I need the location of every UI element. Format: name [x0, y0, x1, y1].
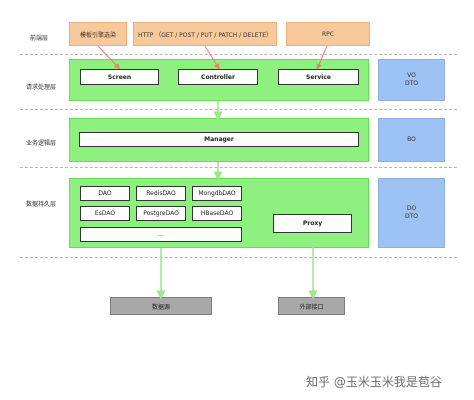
request-objects-box: VO DTO [378, 59, 445, 101]
vo-label: VO [407, 72, 416, 79]
dto-label: DTO [404, 80, 418, 87]
manager-box: Manager [79, 132, 359, 147]
external-api-box: 外部接口 [278, 297, 345, 315]
rpc-box: RPC [286, 22, 370, 46]
watermark: 知乎 @玉米玉米我是苞谷 [306, 375, 442, 389]
do-label: DO [406, 205, 417, 212]
arrow-template-to-screen [97, 45, 121, 70]
dao-box: DAO [80, 186, 130, 201]
template-render-box: 模板引擎选染 [69, 22, 127, 46]
layer-label-request: 请求处理层 [26, 84, 57, 91]
divider-request [20, 109, 457, 110]
postgre-dao-box: PostgreDAO [136, 206, 186, 221]
layer-label-persistence: 数据持久层 [26, 201, 57, 208]
divider-frontend [20, 54, 457, 55]
divider-persistence [20, 257, 457, 258]
hbase-dao-box: HBaseDAO [192, 206, 242, 221]
mongodb-dao-box: MongdbDAO [192, 186, 242, 201]
layer-label-business: 业务逻辑层 [26, 140, 57, 147]
persistence-objects-box: DO DTO [378, 178, 445, 248]
arrow-rpc-to-service [316, 45, 328, 70]
screen-box: Screen [80, 69, 159, 85]
redis-dao-box: RedisDAO [136, 186, 186, 201]
layer-label-frontend: 前端层 [30, 35, 49, 42]
es-dao-box: EsDAO [80, 206, 130, 221]
bo-label: BO [407, 136, 416, 143]
divider-business [20, 167, 457, 168]
ellipsis-box: ... [80, 227, 242, 242]
arrow-http-to-controller [204, 45, 220, 70]
dto-label: DTO [404, 213, 418, 220]
business-objects-box: BO [378, 118, 445, 162]
http-box: HTTP （GET / POST / PUT / PATCH / DELETE） [133, 22, 277, 46]
proxy-box: Proxy [273, 214, 352, 233]
